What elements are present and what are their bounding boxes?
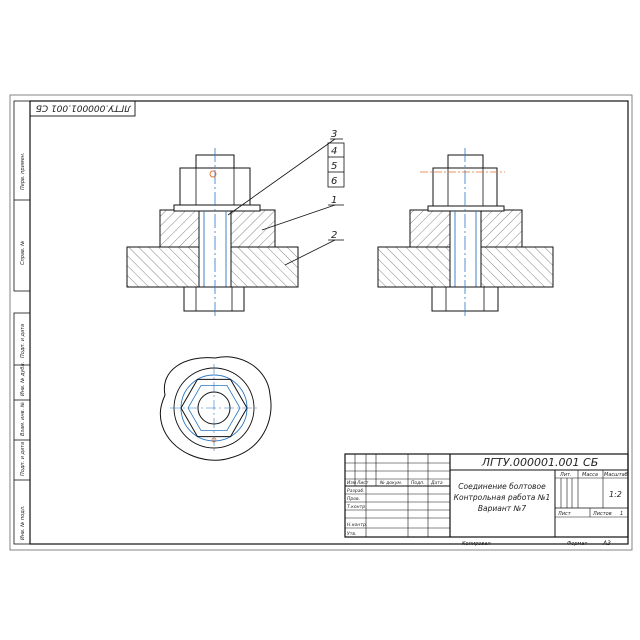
side-labels: Перв. примен. Справ. № Подп. и дата Инв.… (20, 152, 26, 540)
col-header-date: Дата (430, 480, 443, 486)
col-header-rev: Изм (347, 480, 357, 486)
callout-1: 1 (331, 195, 337, 206)
cotter-pin-mark (209, 170, 217, 178)
row-label-tech-control: Т.контр. (347, 504, 367, 510)
callout-6: 6 (331, 176, 337, 187)
pin-mark-top (211, 437, 217, 443)
title-line-2: Контрольная работа №1 (454, 493, 551, 502)
footer: Копировал Формат А3 (462, 540, 611, 547)
sheet-outer-border (9, 94, 633, 551)
side-label-ref: Справ. № (20, 241, 26, 265)
side-strip (13, 100, 31, 545)
lit-header: Лит. (559, 472, 572, 478)
sheet-label: Лист (557, 511, 572, 517)
title-line-1: Соединение болтовое (458, 482, 546, 491)
scale-value: 1:2 (609, 490, 622, 499)
col-header-sheet: Лист (356, 480, 369, 486)
section-view-simplified (377, 148, 554, 318)
col-header-sign: Подп. (411, 480, 425, 486)
bolt-end-2 (447, 154, 484, 169)
side-label-replace-inv: Взам. инв. № (20, 402, 26, 436)
doc-code: ЛГТУ.000001.001 СБ (481, 456, 599, 469)
title-block-text: ЛГТУ.000001.001 СБ Соединение болтовое К… (347, 456, 628, 537)
title-line-3: Вариант №7 (478, 504, 526, 513)
callout-leaders (227, 138, 345, 266)
callout-3: 3 (331, 129, 337, 140)
section-view-main (126, 148, 299, 318)
bolt-head (183, 286, 245, 312)
break-outline (159, 356, 272, 461)
side-label-sign-date-2: Подп. и дата (20, 442, 26, 476)
copied-label: Копировал (462, 541, 491, 547)
row-label-norm-control: Н.контр. (347, 522, 367, 528)
callout-2: 2 (331, 230, 337, 241)
format-label: Формат (567, 541, 588, 547)
inverted-code-box: ЛГТУ.000001.001 СБ (29, 100, 136, 117)
inverted-doc-code: ЛГТУ.000001.001 СБ (36, 103, 132, 113)
mass-header: Масса (582, 472, 598, 478)
sheets-label: Листов (592, 511, 612, 517)
row-label-checker: Пров. (347, 496, 360, 502)
row-label-developer: Разраб. (347, 488, 365, 494)
callout-4: 4 (331, 146, 337, 157)
side-label-sign-date-1: Подп. и дата (20, 324, 26, 358)
nut-hexagon (180, 378, 248, 438)
title-block (344, 453, 629, 538)
washer (173, 204, 261, 212)
sheets-value: 1 (620, 511, 623, 517)
side-label-first-use: Перв. примен. (20, 152, 26, 190)
callout-5: 5 (331, 161, 337, 172)
drawing-frame (29, 100, 629, 545)
washer-2 (427, 205, 505, 212)
side-label-orig-inv: Инв. № подл. (20, 506, 26, 541)
side-label-dup-inv: Инв. № дубл. (20, 362, 26, 396)
row-label-approved: Утв. (347, 531, 356, 537)
scale-header: Масштаб (604, 472, 628, 478)
col-header-doc: № докум. (379, 480, 402, 486)
top-view (159, 356, 272, 461)
format-value: А3 (602, 540, 611, 547)
callout-numbers: 3 4 5 6 1 2 (331, 129, 337, 241)
